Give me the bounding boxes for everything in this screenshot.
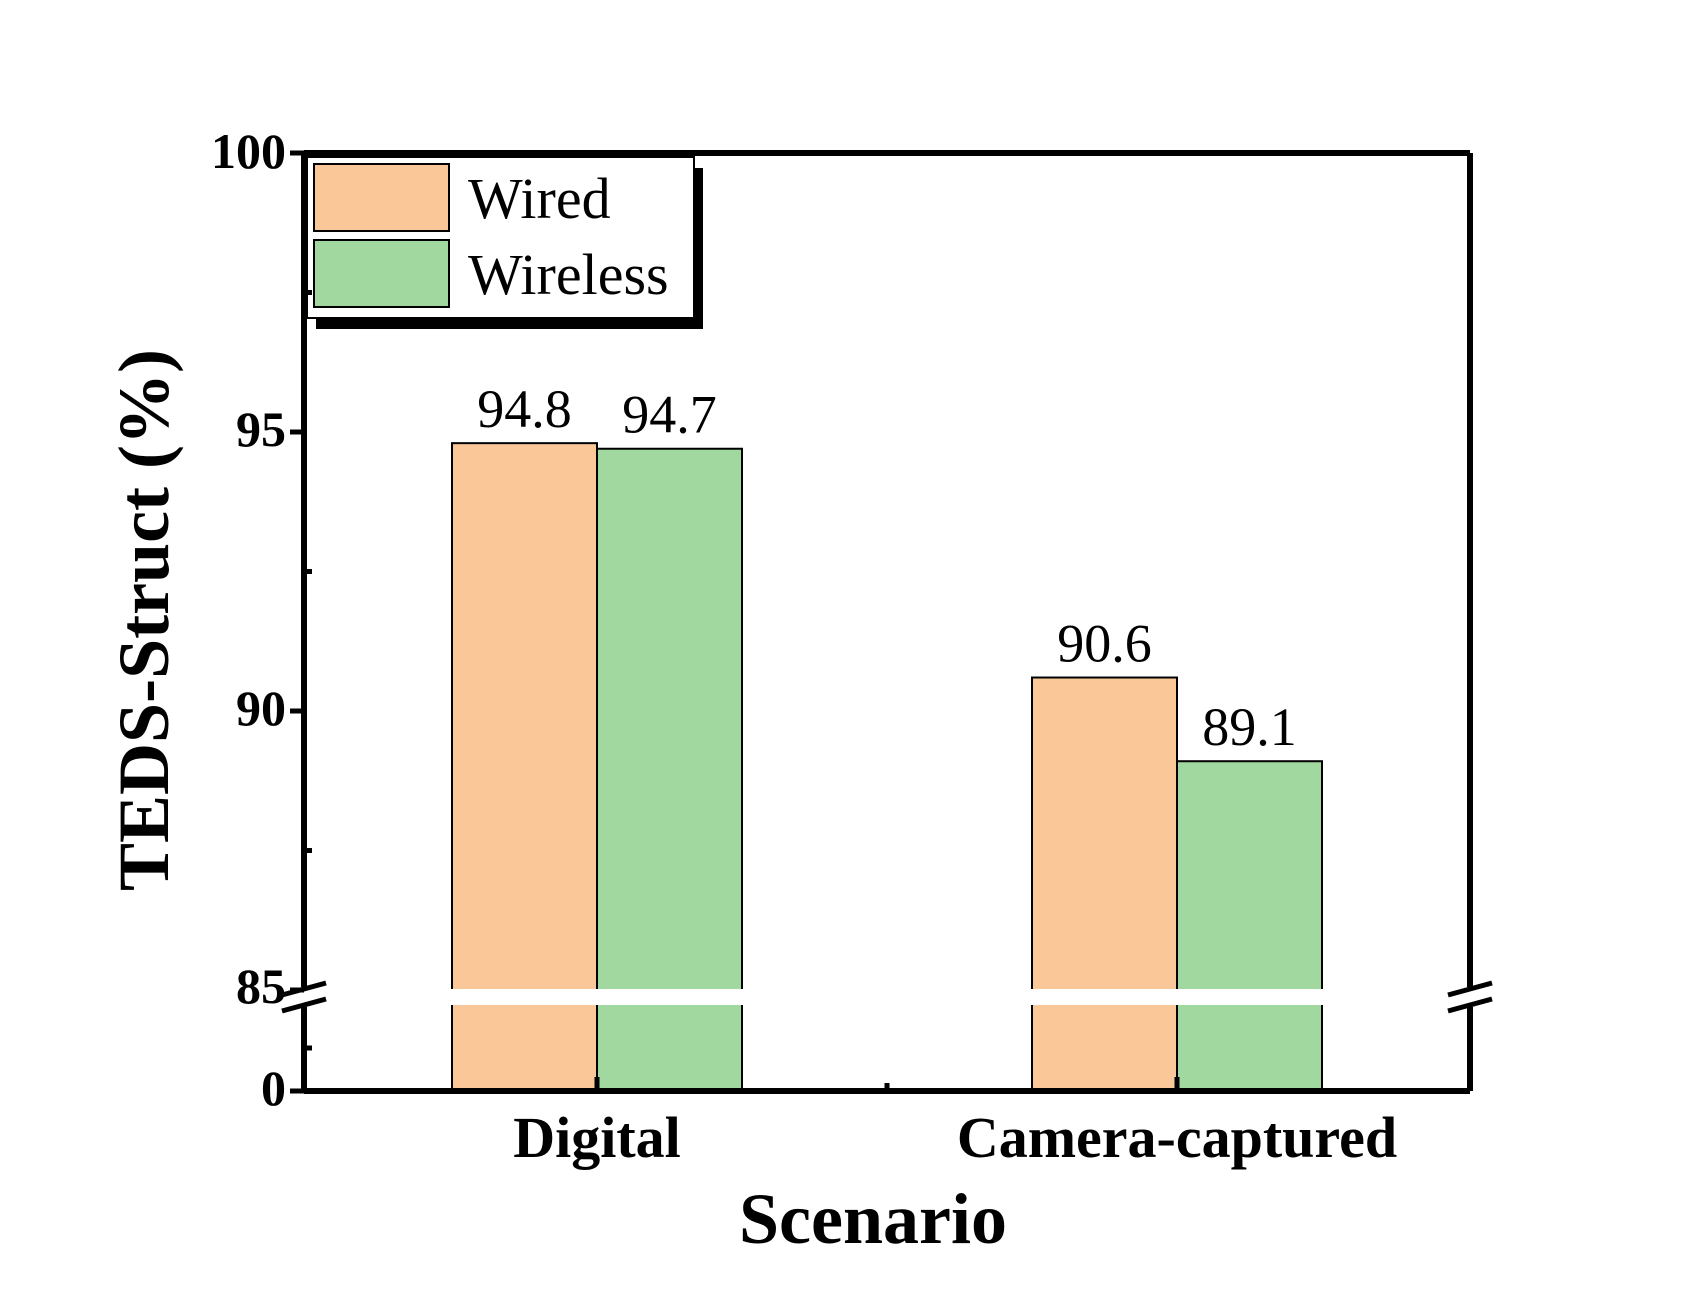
bar-wireless-digital <box>596 447 743 1092</box>
axis-break-gap <box>306 989 1468 1005</box>
legend-label-wireless: Wireless <box>468 242 669 307</box>
axis-break-mark <box>1447 996 1493 1014</box>
x-axis-title: Scenario <box>739 1179 1007 1259</box>
legend-swatch-wireless <box>313 239 450 308</box>
y-tick-label-85: 85 <box>236 958 286 1014</box>
axis-break-mark <box>1447 980 1493 998</box>
bar-wireless-camera-captured <box>1176 760 1323 1092</box>
x-tick-label-digital: Digital <box>513 1105 681 1170</box>
bar-value-label: 89.1 <box>1202 697 1297 757</box>
axis-break-mark <box>281 996 327 1014</box>
x-tick-label-camera-captured: Camera-captured <box>957 1105 1397 1170</box>
bar-value-label: 90.6 <box>1057 614 1152 674</box>
y-tick-label-0: 0 <box>261 1060 286 1116</box>
bars-group <box>306 442 1468 1093</box>
axes-group <box>281 150 1493 1094</box>
y-tick-label-95: 95 <box>236 401 286 457</box>
legend-label-wired: Wired <box>468 166 611 231</box>
y-tick-label-90: 90 <box>236 680 286 736</box>
bar-value-label: 94.7 <box>622 385 717 445</box>
bar-value-label: 94.8 <box>477 379 572 439</box>
bar-wired-digital <box>451 442 598 1093</box>
legend-swatch-wired <box>313 163 450 232</box>
bar-wired-camera-captured <box>1031 676 1178 1093</box>
y-tick-label-100: 100 <box>211 123 286 179</box>
y-axis-title: TEDS-Struct (%) <box>104 349 184 891</box>
